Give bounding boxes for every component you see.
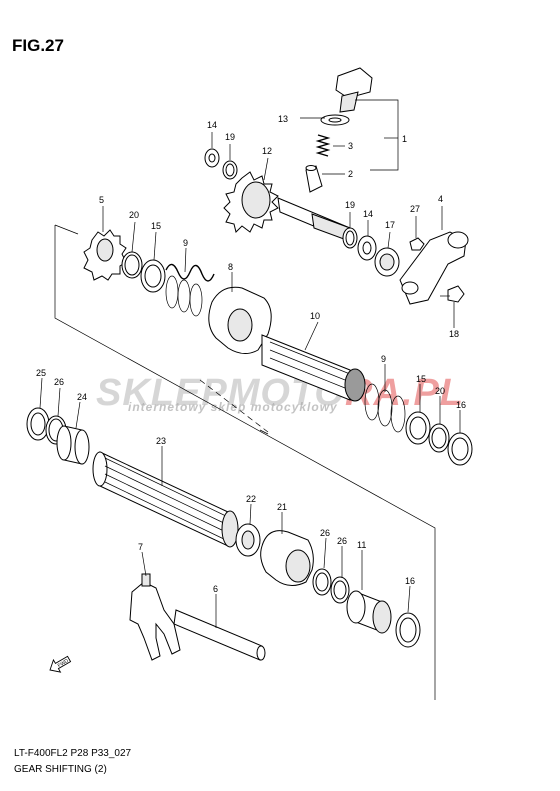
callout-10: 10 [310, 311, 320, 321]
part-gear-shaft-12 [223, 171, 353, 243]
part-washer-14-right [357, 235, 377, 261]
callout-14-upper: 14 [207, 120, 217, 130]
callout-27: 27 [410, 204, 420, 214]
fwd-arrow-icon: FWD [49, 655, 72, 673]
callout-2: 2 [348, 169, 353, 179]
part-bolt-18 [440, 285, 465, 303]
diagram-caption: GEAR SHIFTING (2) [14, 764, 107, 775]
part-pin-2 [305, 165, 323, 193]
fwd-label: FWD [57, 658, 70, 669]
part-washer-15-upper [140, 259, 166, 293]
part-bushing-24 [56, 425, 90, 465]
part-gear-22 [235, 523, 261, 557]
part-washer-15-lower [405, 411, 431, 445]
figure-title: FIG.27 [12, 36, 64, 55]
callout-14-right: 14 [363, 209, 373, 219]
callout-8: 8 [228, 262, 233, 272]
callout-21: 21 [277, 502, 287, 512]
part-nut-27 [409, 237, 425, 251]
watermark-tagline: internetowy sklep motocyklowy [128, 400, 338, 414]
part-circlip-20-upper [121, 251, 143, 279]
part-splined-shaft-10 [261, 334, 366, 402]
part-shaft-23 [92, 451, 239, 548]
callout-6: 6 [213, 584, 218, 594]
part-spring-9-upper [165, 263, 215, 317]
part-shift-arm-4 [399, 231, 469, 305]
callout-12: 12 [262, 146, 272, 156]
part-washer-14-upper [204, 148, 220, 168]
callout-11: 11 [357, 540, 366, 550]
part-circlip-20-lower [428, 423, 450, 453]
callout-16-upper: 16 [456, 400, 466, 410]
part-spring-3 [315, 134, 331, 157]
part-drum-21 [260, 530, 314, 586]
callout-26-mid: 26 [320, 528, 330, 538]
part-spring-9-lower [364, 383, 406, 433]
callout-20-upper: 20 [129, 210, 139, 220]
part-rod-6 [173, 609, 266, 661]
callout-1: 1 [402, 134, 407, 144]
part-circlip-26-mid [312, 568, 332, 596]
callout-9-lower: 9 [381, 354, 386, 364]
part-bearing-17 [374, 247, 400, 277]
callout-9-upper: 9 [183, 238, 188, 248]
callout-16-lower: 16 [405, 576, 415, 586]
callout-26-left: 26 [54, 377, 64, 387]
part-washer-25 [26, 407, 50, 441]
part-bearing-11 [346, 590, 392, 634]
callout-24: 24 [77, 392, 87, 402]
part-washer-13 [320, 114, 350, 126]
part-washer-16-upper [447, 432, 473, 466]
callout-20-lower: 20 [435, 386, 445, 396]
callout-23: 23 [156, 436, 166, 446]
part-circlip-19-right [342, 227, 358, 249]
model-code: LT-F400FL2 P28 P33_027 [14, 748, 132, 759]
assembly-frame [54, 224, 436, 700]
part-washer-16-lower [395, 612, 421, 648]
callout-15-upper: 15 [151, 221, 161, 231]
callout-17: 17 [385, 220, 395, 230]
callout-26-right: 26 [337, 536, 347, 546]
callout-15-lower: 15 [416, 374, 426, 384]
part-bolt [335, 67, 373, 113]
part-gear-5 [83, 229, 127, 281]
callout-18: 18 [449, 329, 459, 339]
callout-7: 7 [138, 542, 143, 552]
callout-5: 5 [99, 195, 104, 205]
callout-13: 13 [278, 114, 288, 124]
callout-19-right: 19 [345, 200, 355, 210]
callout-4: 4 [438, 194, 443, 204]
callout-19-upper: 19 [225, 132, 235, 142]
part-circlip-19-upper [222, 160, 238, 180]
callout-3: 3 [348, 141, 353, 151]
callout-22: 22 [246, 494, 256, 504]
callout-25: 25 [36, 368, 46, 378]
part-circlip-26-right [330, 576, 350, 604]
leader-lines [39, 132, 461, 628]
part-shift-fork-7 [129, 573, 181, 661]
